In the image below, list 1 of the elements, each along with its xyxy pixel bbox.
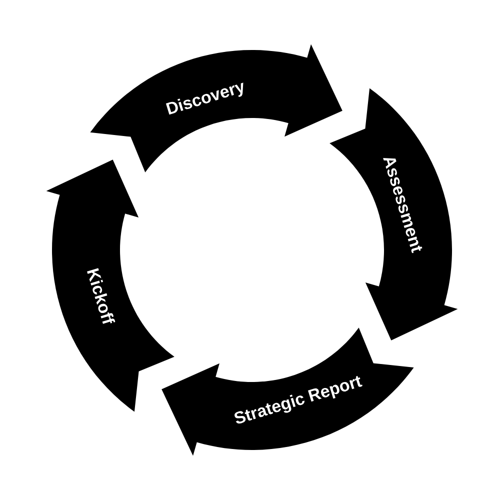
cycle-stage: Kickoff bbox=[46, 160, 174, 412]
